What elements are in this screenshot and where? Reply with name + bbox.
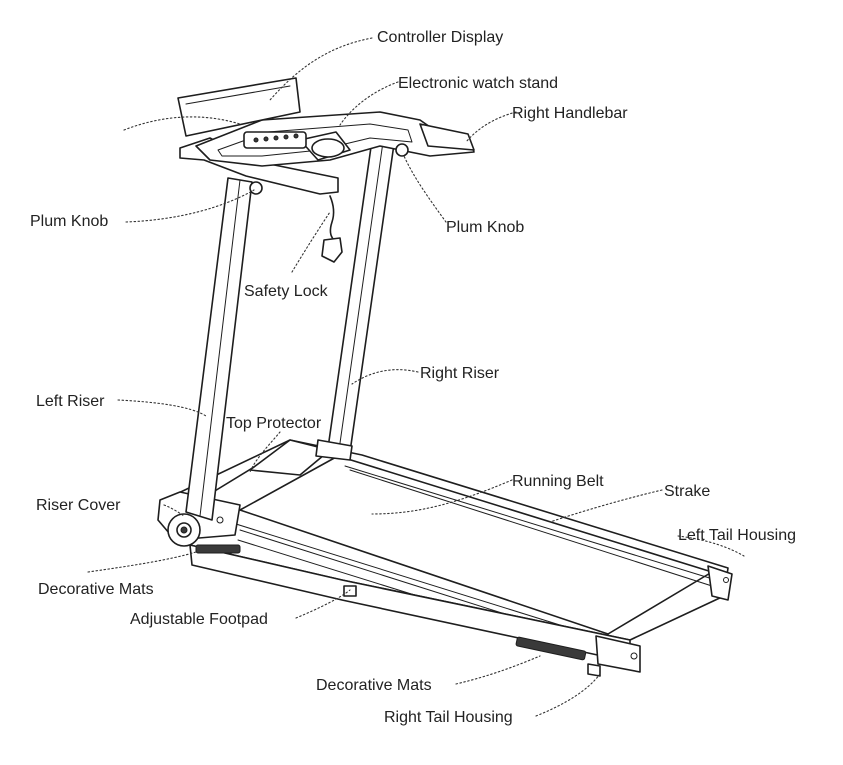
riser-cover [157, 491, 241, 547]
label-electronic-watch-stand: Electronic watch stand [398, 75, 558, 92]
right-handlebar [419, 123, 475, 151]
labels: Controller Display Electronic watch stan… [30, 29, 796, 726]
decorative-mats-right [515, 636, 587, 661]
label-right-tail-housing: Right Tail Housing [384, 709, 513, 726]
label-right-handlebar: Right Handlebar [512, 105, 628, 122]
left-tail-housing [707, 565, 733, 601]
label-left-riser: Left Riser [36, 393, 105, 410]
treadmill-deck [167, 439, 733, 677]
label-decorative-mats-left: Decorative Mats [38, 581, 154, 598]
leader-lines [87, 37, 745, 717]
label-left-tail-housing: Left Tail Housing [678, 527, 796, 544]
plum-knob-left [249, 181, 263, 195]
label-safety-lock: Safety Lock [244, 283, 329, 300]
label-riser-cover: Riser Cover [36, 497, 121, 514]
label-plum-knob-right: Plum Knob [446, 219, 524, 236]
plum-knob-right [395, 143, 409, 157]
label-top-protector: Top Protector [226, 415, 322, 432]
console-frame [177, 77, 475, 195]
controller-display [177, 77, 301, 137]
left-riser [185, 177, 253, 521]
label-right-riser: Right Riser [420, 365, 500, 382]
label-plum-knob-left: Plum Knob [30, 213, 108, 230]
right-tail-housing [595, 635, 641, 673]
label-strake: Strake [664, 483, 710, 500]
safety-lock [321, 195, 343, 263]
label-controller-display: Controller Display [377, 29, 503, 46]
label-adjustable-footpad: Adjustable Footpad [130, 611, 268, 628]
label-running-belt: Running Belt [512, 473, 604, 490]
decorative-mats-left [195, 544, 241, 554]
console-buttons [243, 131, 307, 149]
label-decorative-mats-right: Decorative Mats [316, 677, 432, 694]
adjustable-footpad [343, 585, 357, 597]
